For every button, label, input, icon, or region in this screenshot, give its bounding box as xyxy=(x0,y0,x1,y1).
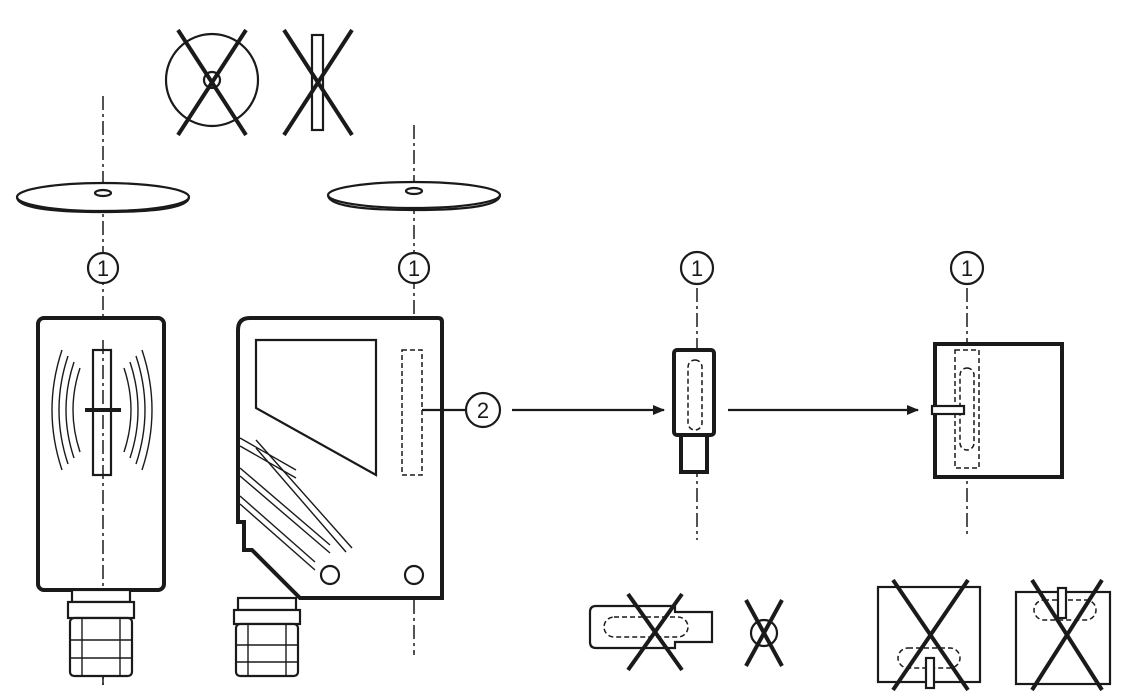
sensor-right xyxy=(232,316,444,678)
element-square: 1 xyxy=(930,250,1064,535)
svg-text:1: 1 xyxy=(97,256,109,281)
callout-1-right: 1 xyxy=(397,251,431,285)
svg-text:2: 2 xyxy=(477,398,489,423)
callout-1-left: 1 xyxy=(86,251,120,285)
wrong-tab-endview-icon xyxy=(744,599,784,667)
sensor-left xyxy=(36,316,166,685)
svg-text:1: 1 xyxy=(691,256,703,281)
element-small: 1 xyxy=(672,250,716,540)
disc-right xyxy=(326,125,502,655)
wrong-square-bottom-icon xyxy=(876,578,982,692)
wrong-disc-edge-on-icon xyxy=(282,28,354,137)
wrong-tab-horizontal-icon xyxy=(588,592,714,672)
wrong-disc-face-on-icon xyxy=(164,28,260,137)
callout-2: 2 xyxy=(422,391,502,429)
svg-text:1: 1 xyxy=(961,256,973,281)
wrong-square-top-icon xyxy=(1014,578,1112,692)
svg-text:1: 1 xyxy=(408,256,420,281)
